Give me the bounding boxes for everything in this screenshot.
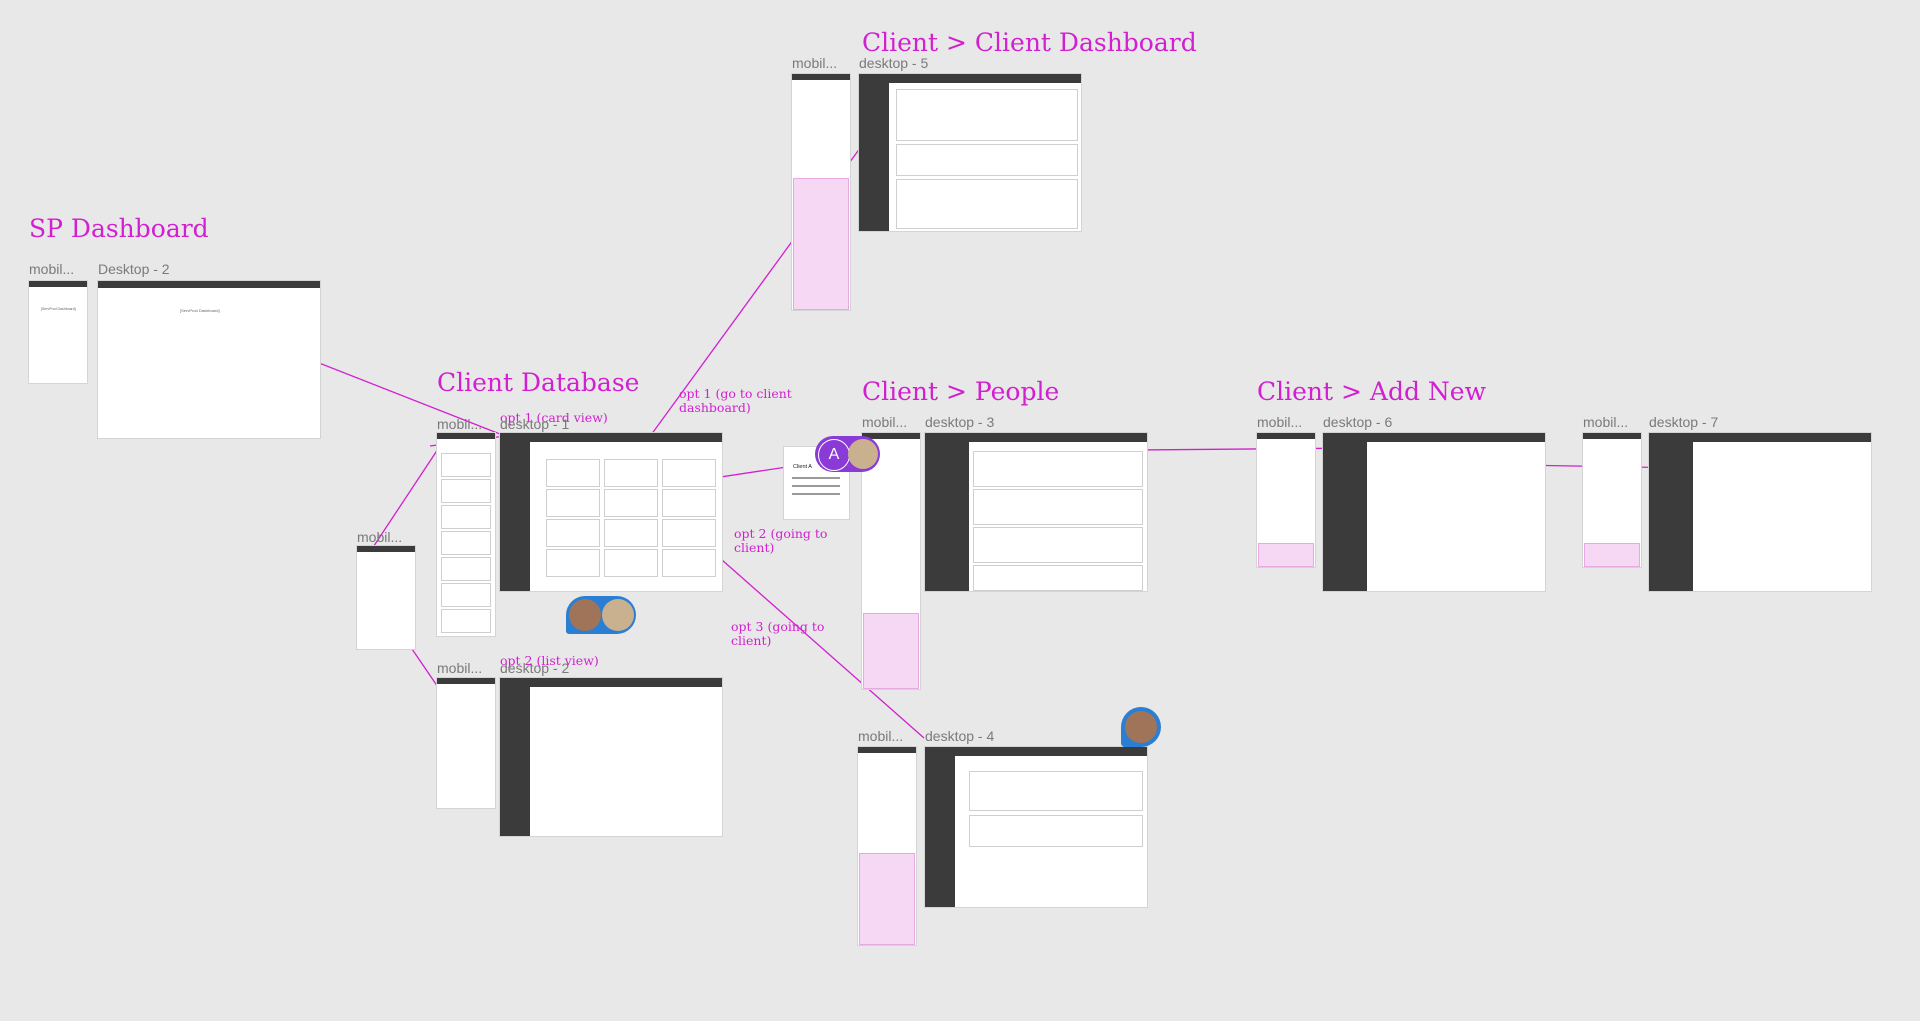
annotation-opt3-client: opt 3 (going to client) <box>731 619 825 648</box>
frame-label-add-desktop6: desktop - 6 <box>1323 414 1393 430</box>
frame-d4-desktop[interactable] <box>925 747 1147 907</box>
section-title-client-add-new: Client > Add New <box>1257 377 1486 406</box>
frame-dash-mobile[interactable] <box>792 74 850 310</box>
frame-add2-mobile[interactable] <box>1583 433 1641 567</box>
collaborator-cursor-blue <box>1121 707 1161 747</box>
frame-label-add-desktop7: desktop - 7 <box>1649 414 1719 430</box>
frame-label-db-mobile-list: mobil... <box>437 660 483 676</box>
frame-db-desktop-cards[interactable] <box>500 433 722 591</box>
frame-label-db-mobile: mobil... <box>437 416 483 432</box>
frame-db-mobile-cards[interactable] <box>437 433 495 636</box>
frame-label-dash-desktop5: desktop - 5 <box>859 55 929 71</box>
frame-label-db-desktop2: desktop - 2 <box>500 660 570 676</box>
frame-add-mobile[interactable] <box>1257 433 1315 567</box>
frame-add-desktop[interactable] <box>1323 433 1545 591</box>
section-title-client-database: Client Database <box>437 368 640 397</box>
avatar <box>602 599 634 631</box>
frame-people-mobile[interactable] <box>862 433 920 689</box>
frame-label-people-desktop3: desktop - 3 <box>925 414 995 430</box>
frame-db-mobile-filter[interactable] <box>357 546 415 649</box>
cursor-initial-a: A <box>818 439 850 471</box>
frame-label-sp-desktop: Desktop - 2 <box>98 261 170 277</box>
frame-people-desktop[interactable] <box>925 433 1147 591</box>
client-a-label: Client A <box>793 464 812 470</box>
frame-label-db-mobile-small: mobil... <box>357 529 403 545</box>
collaborator-cursor-a: A <box>815 436 880 472</box>
collaborator-cursor-group <box>566 596 636 634</box>
placeholder-text: [ServProd Dashboard] <box>180 308 220 313</box>
placeholder-text: [ServProd Dashboard] <box>41 307 76 311</box>
frame-label-db-desktop1: desktop - 1 <box>500 416 570 432</box>
frame-label-d4-mobile: mobil... <box>858 728 904 744</box>
frame-label-add2-mobile: mobil... <box>1583 414 1629 430</box>
frame-d4-mobile[interactable] <box>858 747 916 945</box>
annotation-opt1-dashboard: opt 1 (go to client dashboard) <box>679 386 792 415</box>
section-title-client-people: Client > People <box>862 377 1060 406</box>
frame-sp-desktop[interactable]: [ServProd Dashboard] <box>98 281 320 438</box>
frame-label-dash-mobile: mobil... <box>792 55 838 71</box>
frame-label-desktop4: desktop - 4 <box>925 728 995 744</box>
avatar <box>848 439 878 469</box>
avatar <box>1125 711 1157 743</box>
frame-dash-desktop[interactable] <box>859 74 1081 231</box>
frame-sp-mobile[interactable]: [ServProd Dashboard] <box>29 281 87 383</box>
section-title-client-dashboard: Client > Client Dashboard <box>862 28 1197 57</box>
avatar <box>569 599 601 631</box>
annotation-opt2-client: opt 2 (going to client) <box>734 526 828 555</box>
frame-label-people-mobile: mobil... <box>862 414 908 430</box>
frame-db-mobile-list[interactable] <box>437 678 495 808</box>
annotation-opt1-card-view: opt 1 (card view) <box>500 410 608 425</box>
annotation-opt2-list-view: opt 2 (list view) <box>500 653 599 668</box>
frame-add2-desktop[interactable] <box>1649 433 1871 591</box>
frame-label-add-mobile: mobil... <box>1257 414 1303 430</box>
frame-db-desktop-list[interactable] <box>500 678 722 836</box>
section-title-sp-dashboard: SP Dashboard <box>29 214 209 243</box>
frame-label-sp-mobile: mobil... <box>29 261 75 277</box>
